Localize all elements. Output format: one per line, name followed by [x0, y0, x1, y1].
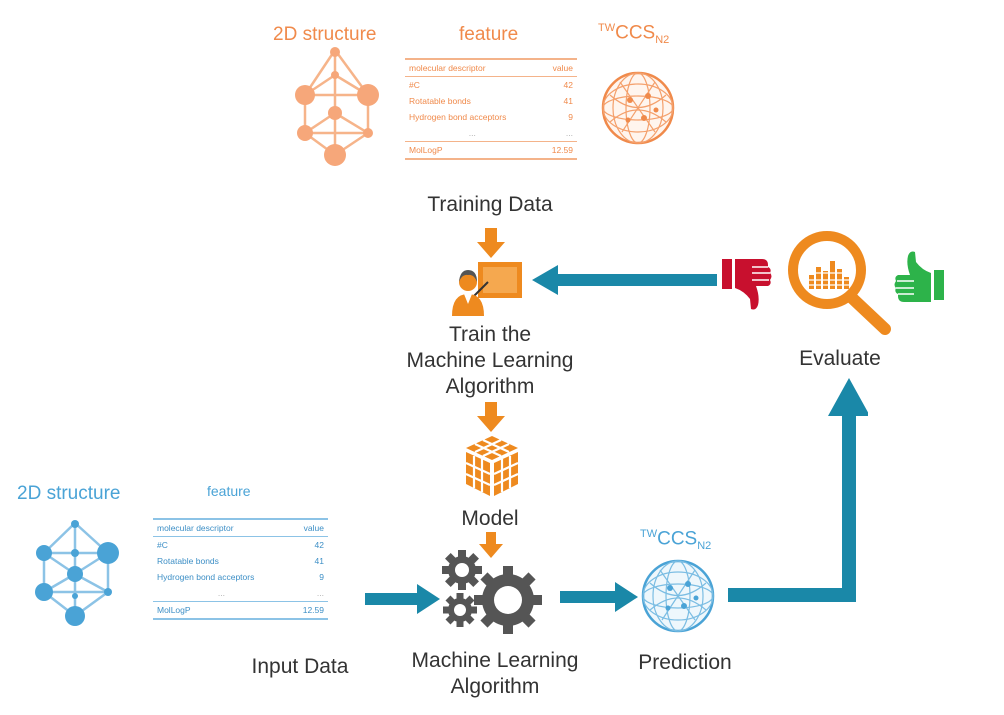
prediction-label: Prediction [638, 651, 732, 674]
table-cell: Hydrogen bond acceptors [157, 572, 255, 582]
table-cell: 41 [563, 96, 573, 106]
training-feature-label: feature [459, 24, 519, 45]
training-data-title: Training Data [427, 193, 553, 216]
training-molecule-icon [290, 45, 390, 170]
table-header-descriptor: molecular descriptor [405, 58, 540, 77]
table-header-value: value [289, 518, 328, 537]
table-cell: #C [157, 540, 168, 550]
table-cell: 12.59 [539, 141, 577, 160]
table-cell: 12.59 [289, 601, 328, 620]
gears-icon [438, 548, 553, 638]
table-cell: Rotatable bonds [409, 96, 471, 106]
table-header-descriptor: molecular descriptor [153, 518, 290, 537]
arrow-up-icon [728, 378, 868, 610]
input-feature-label: feature [207, 483, 251, 499]
model-label: Model [461, 507, 519, 530]
table-header-value: value [539, 58, 577, 77]
arrow-down-icon [477, 228, 505, 258]
table-cell: ... [468, 128, 476, 138]
table-cell: 9 [568, 112, 573, 122]
magnifier-icon [785, 225, 895, 337]
training-ccs-label: TWCCSN2 [598, 22, 670, 47]
table-cell: ... [217, 588, 225, 598]
table-cell: 9 [319, 572, 324, 582]
training-structure-label: 2D structure [273, 24, 377, 45]
table-cell: MolLogP [405, 141, 540, 160]
table-cell: ... [565, 128, 573, 138]
arrow-left-icon [532, 265, 717, 295]
input-data-title: Input Data [251, 655, 349, 678]
arrow-down-icon [479, 532, 503, 558]
arrow-right-icon [560, 582, 638, 612]
input-structure-label: 2D structure [17, 483, 121, 504]
table-cell: Rotatable bonds [157, 556, 219, 566]
table-cell: 41 [314, 556, 324, 566]
train-step-label: Train the Machine Learning Algorithm [406, 323, 574, 398]
table-cell: Hydrogen bond acceptors [409, 112, 507, 122]
input-molecule-icon [30, 518, 130, 628]
table-cell: ... [316, 588, 324, 598]
table-cell: #C [409, 80, 420, 90]
model-cube-icon [458, 432, 526, 500]
table-cell: 42 [563, 80, 573, 90]
thumbs-up-icon [892, 248, 944, 306]
table-cell: MolLogP [153, 601, 290, 620]
algorithm-label: Machine Learning Algorithm [411, 649, 579, 698]
table-cell: 42 [314, 540, 324, 550]
arrow-right-icon [365, 584, 440, 614]
prediction-ccs-label: TWCCSN2 [640, 528, 712, 553]
trainer-icon [450, 258, 525, 318]
arrow-down-icon [477, 402, 505, 432]
training-globe-icon [600, 70, 676, 146]
thumbs-down-icon [722, 255, 774, 313]
prediction-globe-icon [640, 558, 716, 634]
evaluate-label: Evaluate [799, 347, 881, 370]
